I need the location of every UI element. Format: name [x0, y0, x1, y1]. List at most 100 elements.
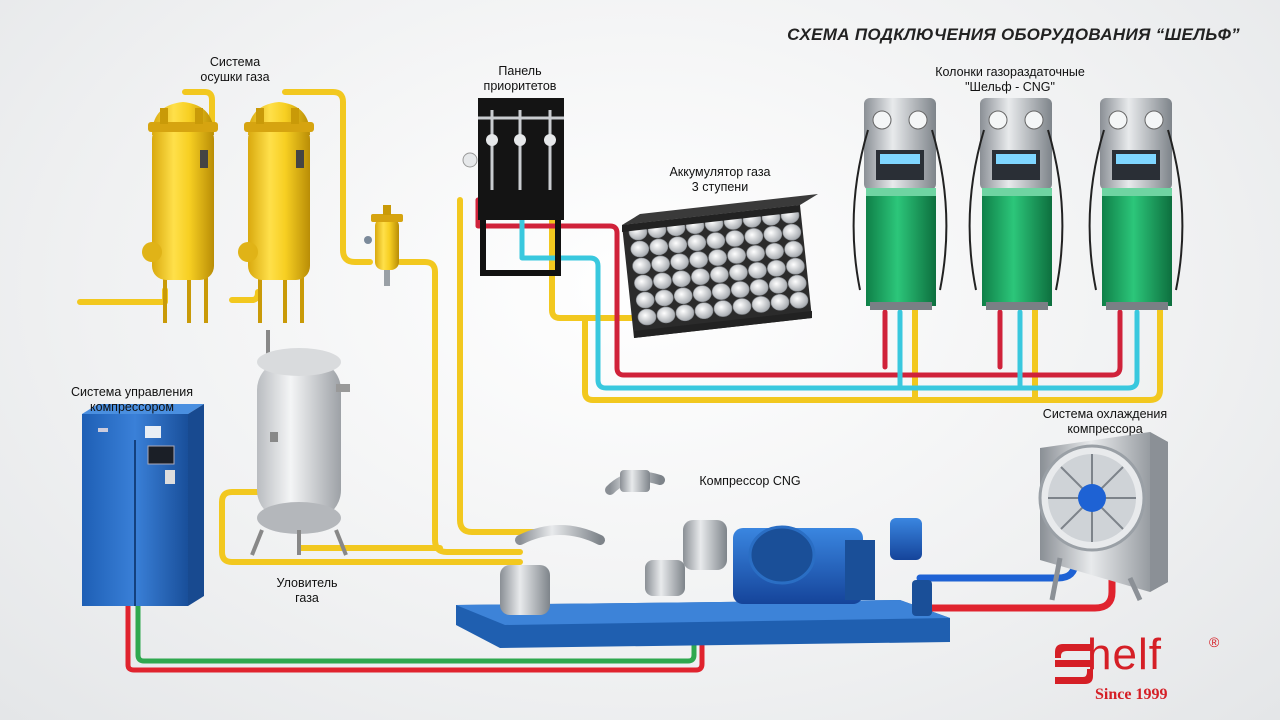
dispenser-unit: [1088, 98, 1184, 310]
gas-cylinder-end: [749, 279, 769, 296]
label-gas-accumulator-line1: Аккумулятор газа: [669, 165, 771, 179]
label-gas-trap-line1: Уловитель: [276, 576, 338, 590]
gas-cylinder-end: [711, 283, 731, 300]
label-priority-panel-line2: приоритетов: [483, 79, 557, 93]
label-compressor-control-line1: Система управления: [71, 385, 193, 399]
label-gas-drying: Система осушки газа: [185, 55, 285, 85]
gas-cylinder-end: [767, 259, 786, 277]
gas-cylinder-end: [630, 240, 650, 258]
gas-cylinder-end: [744, 228, 764, 245]
gas-cylinder-end: [768, 276, 788, 294]
dispenser-base: [1106, 302, 1168, 310]
dispenser-unit: [852, 98, 948, 310]
gas-dryer-tank-icon: [142, 102, 314, 323]
dispenser-hose: [968, 129, 985, 291]
dispenser-base: [870, 302, 932, 310]
logo-since: Since 1999: [1095, 686, 1168, 703]
filter-icon: [364, 205, 403, 286]
gas-cylinder-end: [729, 264, 748, 281]
gas-cylinder-end: [708, 249, 727, 266]
gas-cylinder-end: [694, 302, 714, 320]
label-compressor-cooling-line2: компрессора: [1067, 422, 1143, 436]
gas-cylinder-end: [673, 287, 693, 305]
gas-cylinder-end: [691, 268, 710, 286]
gas-cylinder-end: [730, 281, 750, 298]
gas-cylinder-end: [732, 298, 752, 315]
gas-cylinder-end: [727, 247, 746, 264]
label-compressor-cng: Компрессор CNG: [699, 474, 801, 488]
gas-cylinder-end: [651, 255, 670, 273]
label-priority-panel-line1: Панель: [498, 64, 542, 78]
gas-cylinder-end: [770, 293, 790, 311]
label-gas-trap-line2: газа: [295, 591, 319, 605]
shelf-logo-icon: helf ® Since 1999: [1055, 630, 1235, 708]
dispenser-gauge: [872, 110, 892, 130]
dispenser-gauge: [1108, 110, 1128, 130]
dispenser-screen: [880, 154, 920, 164]
logo-registered-mark: ®: [1209, 634, 1220, 650]
dispenser-gauge: [908, 110, 928, 130]
gas-cylinder-end: [656, 306, 676, 324]
gas-cylinder-end: [668, 236, 688, 254]
gas-pipelines: [77, 89, 1163, 673]
dispenser-hose: [931, 129, 948, 291]
gas-cylinder-end: [748, 262, 767, 279]
gas-cylinder-end: [763, 226, 783, 243]
dispenser-hose: [852, 129, 869, 291]
gas-cylinder-end: [672, 270, 691, 288]
priority-panel-icon: [462, 98, 564, 276]
gas-cylinder-end: [637, 308, 657, 326]
logo-wordmark: helf: [1087, 630, 1162, 679]
dispenser-hose: [1167, 129, 1184, 291]
gas-cylinder-end: [670, 253, 689, 271]
gas-cylinder-end: [765, 243, 784, 260]
gas-cylinder-end: [789, 291, 809, 309]
gas-cylinder-end: [654, 289, 674, 307]
dispenser-body: [982, 188, 1052, 306]
gas-cylinder-end: [653, 272, 672, 290]
gas-cylinder-end: [689, 251, 708, 269]
gas-cylinder-end: [713, 300, 733, 317]
label-gas-trap: Уловитель газа: [262, 576, 352, 606]
label-gas-accumulator-line2: 3 ступени: [691, 180, 749, 194]
label-compressor-control: Система управления компрессором: [62, 385, 202, 415]
gas-cylinder-end: [725, 230, 745, 247]
gas-cylinder-end: [787, 274, 807, 292]
cooling-fan-icon: [1038, 432, 1168, 602]
dispenser-screen: [1116, 154, 1156, 164]
label-compressor-control-line2: компрессором: [90, 400, 174, 414]
gas-cylinder-end: [687, 234, 707, 251]
dispenser-trim: [866, 188, 936, 196]
label-compressor-cooling-line1: Система охлаждения: [1042, 407, 1168, 421]
label-compressor-cooling: Система охлаждения компрессора: [1030, 407, 1180, 437]
label-gas-drying-line2: осушки газа: [200, 70, 270, 84]
control-cabinet-icon: [82, 404, 204, 606]
dispenser-hose: [1047, 129, 1064, 291]
gas-cylinder-end: [710, 266, 729, 283]
dispenser-trim: [1102, 188, 1172, 196]
gas-cylinder-end: [706, 232, 726, 249]
label-gas-drying-line1: Система: [209, 55, 261, 69]
dispenser-unit: [968, 98, 1064, 310]
gas-cylinder-end: [634, 274, 653, 292]
compressor-icon: [456, 470, 950, 648]
dispenser-hose: [1088, 129, 1105, 291]
gas-cylinder-end: [692, 285, 712, 303]
gas-cylinder-end: [786, 257, 805, 275]
gas-cylinder-end: [746, 245, 765, 262]
dispenser-base: [986, 302, 1048, 310]
dispenser-gauge: [1024, 110, 1044, 130]
gas-cylinder-end: [784, 240, 803, 258]
label-dispensers-line2: "Шельф - CNG": [965, 80, 1055, 94]
dispenser-trim: [982, 188, 1052, 196]
page-title: СХЕМА ПОДКЛЮЧЕНИЯ ОБОРУДОВАНИЯ “ШЕЛЬФ”: [787, 25, 1240, 44]
gas-cylinder-end: [782, 223, 802, 241]
dispenser-body: [1102, 188, 1172, 306]
label-priority-panel: Панель приоритетов: [470, 64, 570, 94]
dispenser-screen: [996, 154, 1036, 164]
gas-cylinder-end: [751, 296, 771, 313]
receiver-tank-icon: [250, 330, 350, 556]
gas-cylinder-end: [635, 291, 655, 309]
